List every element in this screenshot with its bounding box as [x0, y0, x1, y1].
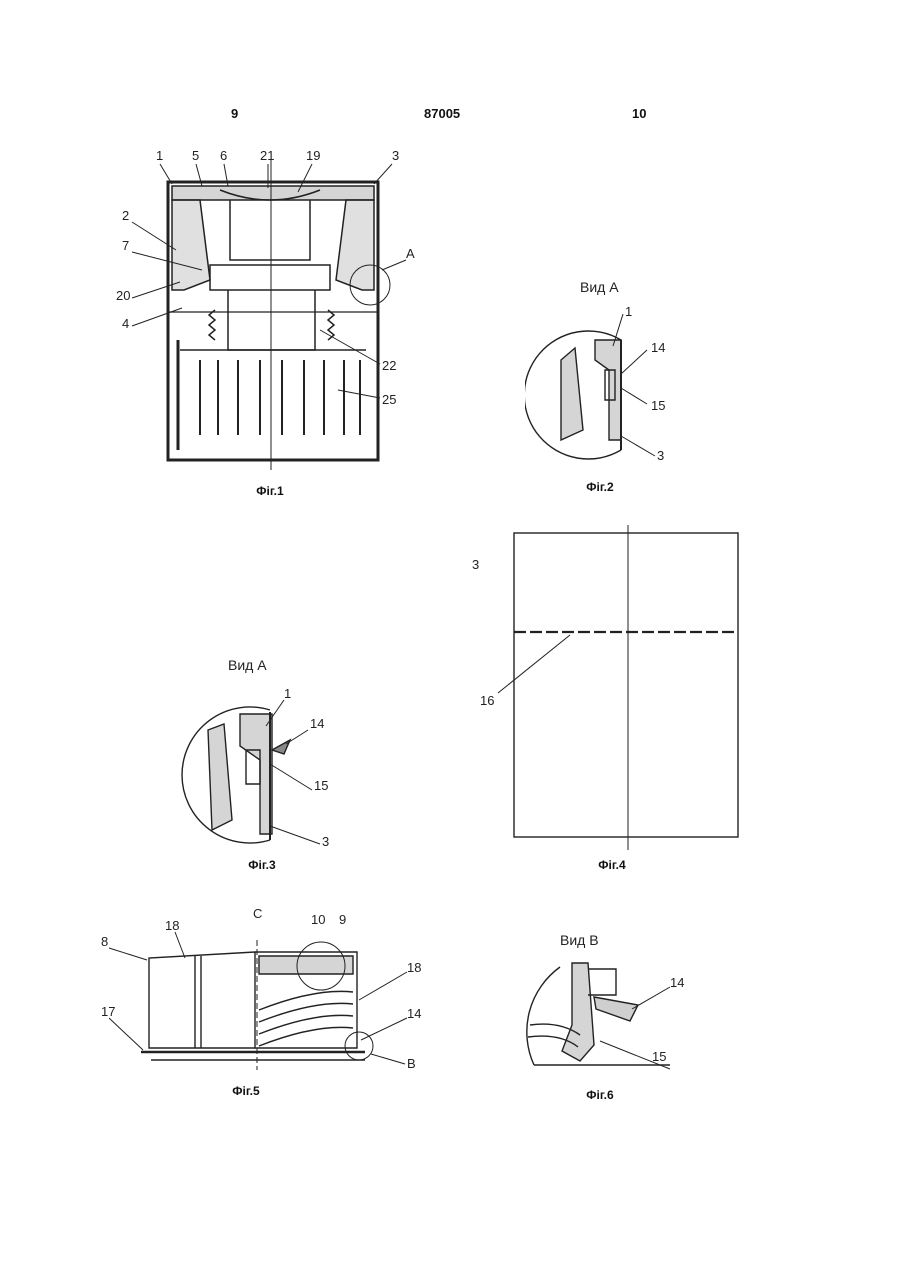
fig1-label-a: A [406, 246, 415, 261]
fig5-label-8: 8 [101, 934, 108, 949]
fig5-label-18-left: 18 [165, 918, 179, 933]
fig1-label-21: 21 [260, 148, 274, 163]
fig1-label-5: 5 [192, 148, 199, 163]
fig2-label-15: 15 [651, 398, 665, 413]
fig1-label-3: 3 [392, 148, 399, 163]
fig5-label-17: 17 [101, 1004, 115, 1019]
figure-6: Вид В 14 15 [520, 925, 710, 1080]
fig5-label-b: B [407, 1056, 416, 1071]
figure-2-caption: Фіг.2 [560, 480, 640, 494]
fig6-label-15: 15 [652, 1049, 666, 1064]
figure-3-caption: Фіг.3 [222, 858, 302, 872]
fig1-label-25: 25 [382, 392, 396, 407]
page-number-right: 10 [632, 106, 646, 121]
fig3-label-14: 14 [310, 716, 324, 731]
fig4-label-3: 3 [472, 557, 479, 572]
fig1-label-6: 6 [220, 148, 227, 163]
figure-2: Вид А 1 14 15 3 [525, 270, 705, 480]
figure-3: Вид А 1 14 15 3 [180, 650, 350, 860]
fig3-view-title: Вид А [228, 657, 267, 673]
fig2-label-3: 3 [657, 448, 664, 463]
fig5-label-18-right: 18 [407, 960, 421, 975]
fig4-label-16: 16 [480, 693, 494, 708]
fig3-label-3: 3 [322, 834, 329, 849]
fig6-label-14: 14 [670, 975, 684, 990]
fig1-label-4: 4 [122, 316, 129, 331]
fig3-label-1: 1 [284, 686, 291, 701]
fig6-view-title: Вид В [560, 932, 599, 948]
fig1-label-2: 2 [122, 208, 129, 223]
fig5-label-c: C [253, 906, 262, 921]
figure-5: C 10 9 8 18 18 17 14 B [95, 900, 435, 1075]
fig2-label-14: 14 [651, 340, 665, 355]
figure-6-caption: Фіг.6 [560, 1088, 640, 1102]
fig1-label-22: 22 [382, 358, 396, 373]
figure-5-caption: Фіг.5 [206, 1084, 286, 1098]
page-number-left: 9 [231, 106, 238, 121]
figure-4-caption: Фіг.4 [572, 858, 652, 872]
figure-1: 1 5 6 21 19 3 2 7 20 4 A 22 25 [110, 140, 430, 480]
fig5-label-9: 9 [339, 912, 346, 927]
patent-number: 87005 [424, 106, 460, 121]
fig5-label-10: 10 [311, 912, 325, 927]
figure-4: 3 16 [460, 525, 750, 850]
fig1-label-19: 19 [306, 148, 320, 163]
fig1-label-7: 7 [122, 238, 129, 253]
fig5-label-14: 14 [407, 1006, 421, 1021]
fig2-view-title: Вид А [580, 279, 619, 295]
fig3-label-15: 15 [314, 778, 328, 793]
fig1-label-20: 20 [116, 288, 130, 303]
figure-1-caption: Фіг.1 [230, 484, 310, 498]
fig1-label-1: 1 [156, 148, 163, 163]
fig2-label-1: 1 [625, 304, 632, 319]
